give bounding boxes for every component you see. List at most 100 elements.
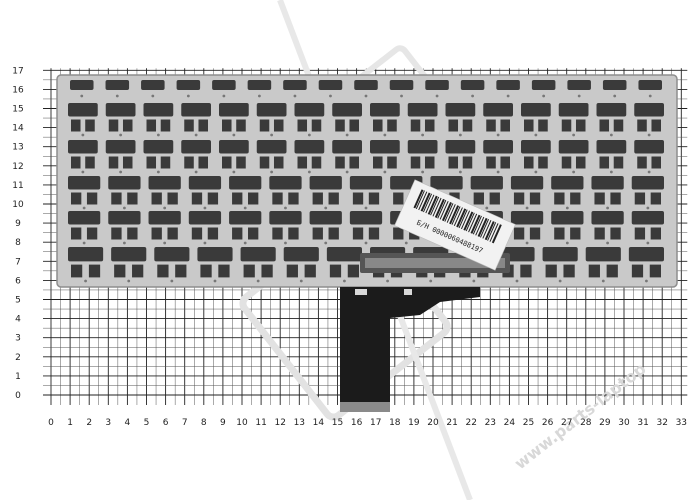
key-cutout xyxy=(370,103,400,137)
y-axis-tick-label: 5 xyxy=(15,296,21,306)
barcode-bar xyxy=(458,209,468,229)
y-axis-tick-label: 9 xyxy=(15,219,21,229)
key-cutout xyxy=(370,140,400,174)
key-cutout xyxy=(68,103,98,137)
key-cutout xyxy=(483,140,513,174)
key-cutout xyxy=(229,211,262,245)
x-axis-tick-label: 25 xyxy=(523,418,534,428)
y-axis-tick-label: 3 xyxy=(15,334,21,344)
key-cutout xyxy=(294,103,325,137)
key-cutout xyxy=(585,247,621,283)
y-axis-tick-label: 17 xyxy=(12,66,23,76)
barcode-bar xyxy=(484,221,495,241)
key-cutout xyxy=(68,247,104,283)
x-axis-tick-label: 15 xyxy=(332,418,343,428)
key-cutout xyxy=(68,176,101,210)
key-cutout xyxy=(154,247,190,283)
barcode-bar xyxy=(413,189,424,209)
y-axis-tick-label: 13 xyxy=(12,143,23,153)
key-cutout xyxy=(425,80,449,98)
x-axis-tick-label: 18 xyxy=(389,418,401,428)
key-cutout xyxy=(68,211,101,245)
key-cutout xyxy=(68,140,98,174)
key-cutout xyxy=(631,176,664,210)
key-cutout xyxy=(445,103,476,137)
x-axis-tick-label: 3 xyxy=(105,418,111,428)
key-cutout xyxy=(542,247,578,283)
key-cutout xyxy=(309,176,342,210)
x-axis-tick-label: 6 xyxy=(163,418,169,428)
key-cutout xyxy=(551,211,584,245)
key-cutout xyxy=(631,211,664,245)
barcode-bar xyxy=(475,216,485,236)
y-axis-tick-label: 8 xyxy=(15,238,21,248)
barcode-bar xyxy=(463,211,474,231)
y-axis-tick-label: 7 xyxy=(15,257,21,267)
barcode-bar xyxy=(437,199,447,219)
cable-connector xyxy=(340,402,390,412)
key-cutout xyxy=(596,140,627,174)
key-cutout xyxy=(229,176,262,210)
key-cutout xyxy=(470,176,503,210)
key-cutout xyxy=(143,140,174,174)
x-axis-tick-label: 19 xyxy=(408,418,420,428)
key-cutout xyxy=(240,247,276,283)
cable-body xyxy=(340,287,480,410)
barcode-bar xyxy=(446,204,456,223)
barcode-bar xyxy=(425,194,435,214)
key-cutout xyxy=(389,80,414,98)
key-cutout xyxy=(638,80,662,98)
key-cutout xyxy=(558,103,589,137)
x-axis-tick-label: 20 xyxy=(427,418,439,428)
keyboard-frame xyxy=(56,74,678,288)
barcode-bar xyxy=(482,220,492,239)
barcode-bar xyxy=(491,224,502,244)
y-axis-tick-label: 6 xyxy=(15,276,21,286)
key-cutout xyxy=(219,140,249,174)
key-cutout xyxy=(510,211,544,245)
y-axis-tick-label: 12 xyxy=(12,162,23,172)
barcode-bar xyxy=(441,202,452,222)
key-cutout xyxy=(318,80,343,98)
barcode-bar xyxy=(434,198,445,218)
x-axis-tick-label: 7 xyxy=(182,418,188,428)
x-axis-tick-label: 9 xyxy=(220,418,226,428)
key-cutout xyxy=(460,80,485,98)
key-cutout xyxy=(349,176,383,210)
key-cutout xyxy=(148,176,181,210)
x-axis-tick-label: 13 xyxy=(294,418,305,428)
barcode-bar xyxy=(487,222,497,241)
barcode-bar xyxy=(479,218,490,238)
key-cutout xyxy=(591,211,624,245)
key-cutout xyxy=(496,80,520,98)
key-cutout xyxy=(483,103,513,137)
key-cutout xyxy=(176,80,201,98)
barcode-bar xyxy=(472,215,482,235)
y-axis-tick-label: 10 xyxy=(12,200,24,210)
key-cutout xyxy=(628,247,664,283)
key-cutout xyxy=(349,211,383,245)
x-axis-tick-label: 32 xyxy=(656,418,667,428)
x-axis-tick-label: 5 xyxy=(144,418,150,428)
key-cutout xyxy=(332,103,362,137)
barcode-bar xyxy=(456,208,467,228)
x-axis-tick-label: 2 xyxy=(86,418,92,428)
x-axis-tick-label: 14 xyxy=(313,418,325,428)
key-cutout xyxy=(105,140,136,174)
y-axis-tick-label: 4 xyxy=(15,315,21,325)
barcode-bar xyxy=(415,190,425,210)
barcode-bar xyxy=(427,195,438,215)
x-axis-tick-label: 1 xyxy=(67,418,73,428)
key-cutout xyxy=(105,103,136,137)
barcode-bar xyxy=(468,213,478,233)
key-cutout xyxy=(269,176,302,210)
x-axis-tick-label: 30 xyxy=(618,418,630,428)
key-cutout xyxy=(354,80,378,98)
y-axis-tick-label: 11 xyxy=(12,181,23,191)
x-axis-tick-label: 17 xyxy=(370,418,381,428)
key-cutout xyxy=(521,103,551,137)
x-axis-tick-label: 26 xyxy=(542,418,554,428)
